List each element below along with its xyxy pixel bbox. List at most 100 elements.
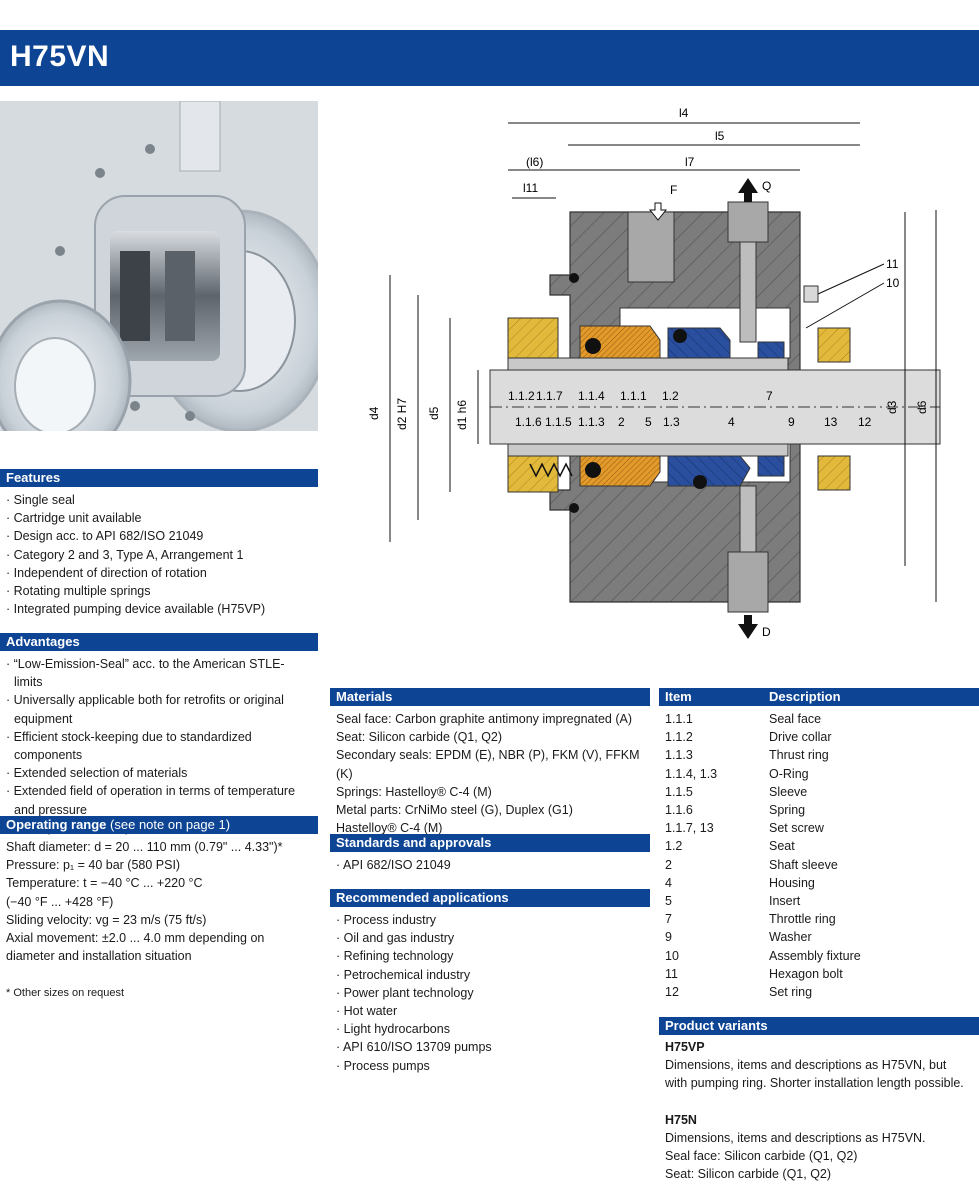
svg-text:1.2: 1.2: [662, 389, 679, 403]
item-column-header: Item: [665, 689, 692, 704]
material-line: Seal face: Carbon graphite antimony impr…: [336, 712, 632, 726]
material-line: Springs: Hastelloy® C-4 (M): [336, 784, 492, 799]
table-row: 12 Set ring: [665, 983, 861, 1001]
title-bar: H75VN: [0, 30, 979, 86]
table-row: 1.2 Seat: [665, 837, 861, 855]
description-cell: Drive collar: [769, 730, 832, 745]
features-heading: Features: [0, 469, 318, 487]
table-row: 5 Insert: [665, 892, 861, 910]
svg-text:4: 4: [728, 415, 735, 429]
list-item: Efficient stock-keeping due to standardi…: [6, 728, 310, 764]
item-cell: 1.2: [665, 839, 683, 854]
material-line: Secondary seals: EPDM (E), NBR (P), FKM …: [336, 748, 640, 781]
list-item: Integrated pumping device available (H75…: [6, 600, 318, 618]
svg-text:l11: l11: [523, 181, 538, 195]
svg-text:12: 12: [858, 415, 872, 429]
item-cell: 1.1.7, 13: [665, 821, 714, 836]
list-item: Petrochemical industry: [336, 966, 650, 984]
list-item: Power plant technology: [336, 984, 650, 1002]
material-line: Hastelloy® C-4 (M): [336, 821, 443, 836]
item-cell: 2: [665, 857, 672, 872]
svg-text:d5: d5: [427, 406, 441, 420]
svg-text:d3: d3: [885, 400, 899, 414]
svg-text:d2 H7: d2 H7: [395, 398, 409, 430]
description-cell: Insert: [769, 894, 801, 909]
operating-range-heading: Operating range (see note on page 1): [0, 816, 318, 834]
list-item: Single seal: [6, 491, 318, 509]
footnote: * Other sizes on request: [6, 987, 125, 999]
item-cell: 5: [665, 894, 672, 909]
operating-line: Pressure: p₁ = 40 bar (580 PSI): [6, 858, 181, 873]
svg-text:l7: l7: [685, 155, 695, 169]
product-photo: [0, 101, 318, 431]
standards-list: API 682/ISO 21049: [336, 856, 650, 874]
list-item: Design acc. to API 682/ISO 21049: [6, 527, 318, 545]
list-item: Extended field of operation in terms of …: [6, 782, 310, 818]
svg-text:1.1.6: 1.1.6: [515, 415, 542, 429]
svg-text:1.1.5: 1.1.5: [545, 415, 572, 429]
applications-list: Process industry Oil and gas industry Re…: [336, 911, 650, 1075]
operating-line: (−40 °F ... +428 °F): [6, 894, 114, 909]
svg-text:l5: l5: [715, 129, 725, 143]
svg-text:5: 5: [645, 415, 652, 429]
description-cell: Seat: [769, 839, 795, 854]
item-table-header: Item Description: [659, 688, 979, 706]
description-cell: Assembly fixture: [769, 948, 861, 963]
operating-range-note: (see note on page 1): [110, 817, 231, 832]
item-cell: 1.1.6: [665, 803, 693, 818]
svg-text:D: D: [762, 625, 771, 639]
advantages-heading: Advantages: [0, 633, 318, 651]
description-cell: Set ring: [769, 985, 813, 1000]
operating-range-text: Shaft diameter: d = 20 ... 110 mm (0.79"…: [6, 838, 310, 965]
svg-text:10: 10: [886, 276, 900, 290]
applications-heading: Recommended applications: [330, 889, 650, 907]
list-item: Process industry: [336, 911, 650, 929]
svg-text:l4: l4: [679, 106, 689, 120]
svg-text:1.3: 1.3: [663, 415, 680, 429]
list-item: Extended selection of materials: [6, 764, 310, 782]
svg-text:1.1.4: 1.1.4: [578, 389, 605, 403]
operating-line: Sliding velocity: vg = 23 m/s (75 ft/s): [6, 912, 207, 927]
item-cell: 1.1.5: [665, 784, 693, 799]
list-item: Independent of direction of rotation: [6, 564, 318, 582]
item-cell: 12: [665, 985, 679, 1000]
description-cell: Spring: [769, 803, 806, 818]
list-item: Process pumps: [336, 1057, 650, 1075]
cross-section-drawing: F Q D l4 l5 (l6) l7 l11 d4 d2 H7 d5 d1 h…: [330, 90, 979, 650]
svg-text:7: 7: [766, 389, 773, 403]
materials-heading: Materials: [330, 688, 650, 706]
variant-line: Dimensions, items and descriptions as H7…: [665, 1130, 926, 1145]
list-item: Cartridge unit available: [6, 509, 318, 527]
list-item: Light hydrocarbons: [336, 1020, 650, 1038]
item-cell: 9: [665, 930, 672, 945]
standards-heading: Standards and approvals: [330, 834, 650, 852]
list-item: API 682/ISO 21049: [336, 856, 650, 874]
material-line: Seat: Silicon carbide (Q1, Q2): [336, 730, 503, 745]
material-line: Metal parts: CrNiMo steel (G), Duplex (G…: [336, 803, 573, 818]
item-cell: 4: [665, 875, 672, 890]
variant-name: H75N: [665, 1112, 697, 1127]
variant-line: Seat: Silicon carbide (Q1, Q2): [665, 1167, 832, 1182]
svg-text:d4: d4: [367, 406, 381, 420]
variant-line: Dimensions, items and descriptions as H7…: [665, 1058, 964, 1091]
item-cell: 1.1.1: [665, 712, 693, 726]
svg-text:1.1.2: 1.1.2: [508, 389, 535, 403]
operating-line: Axial movement: ±2.0 ... 4.0 mm dependin…: [6, 931, 265, 964]
list-item: Refining technology: [336, 947, 650, 965]
item-cell: 11: [665, 966, 678, 981]
list-item: Hot water: [336, 1002, 650, 1020]
item-cell: 1.1.2: [665, 730, 693, 745]
item-cell: 1.1.4, 1.3: [665, 766, 718, 781]
table-row: 1.1.6 Spring: [665, 801, 861, 819]
variant-name: H75VP: [665, 1040, 705, 1054]
product-variants-heading: Product variants: [659, 1017, 979, 1035]
